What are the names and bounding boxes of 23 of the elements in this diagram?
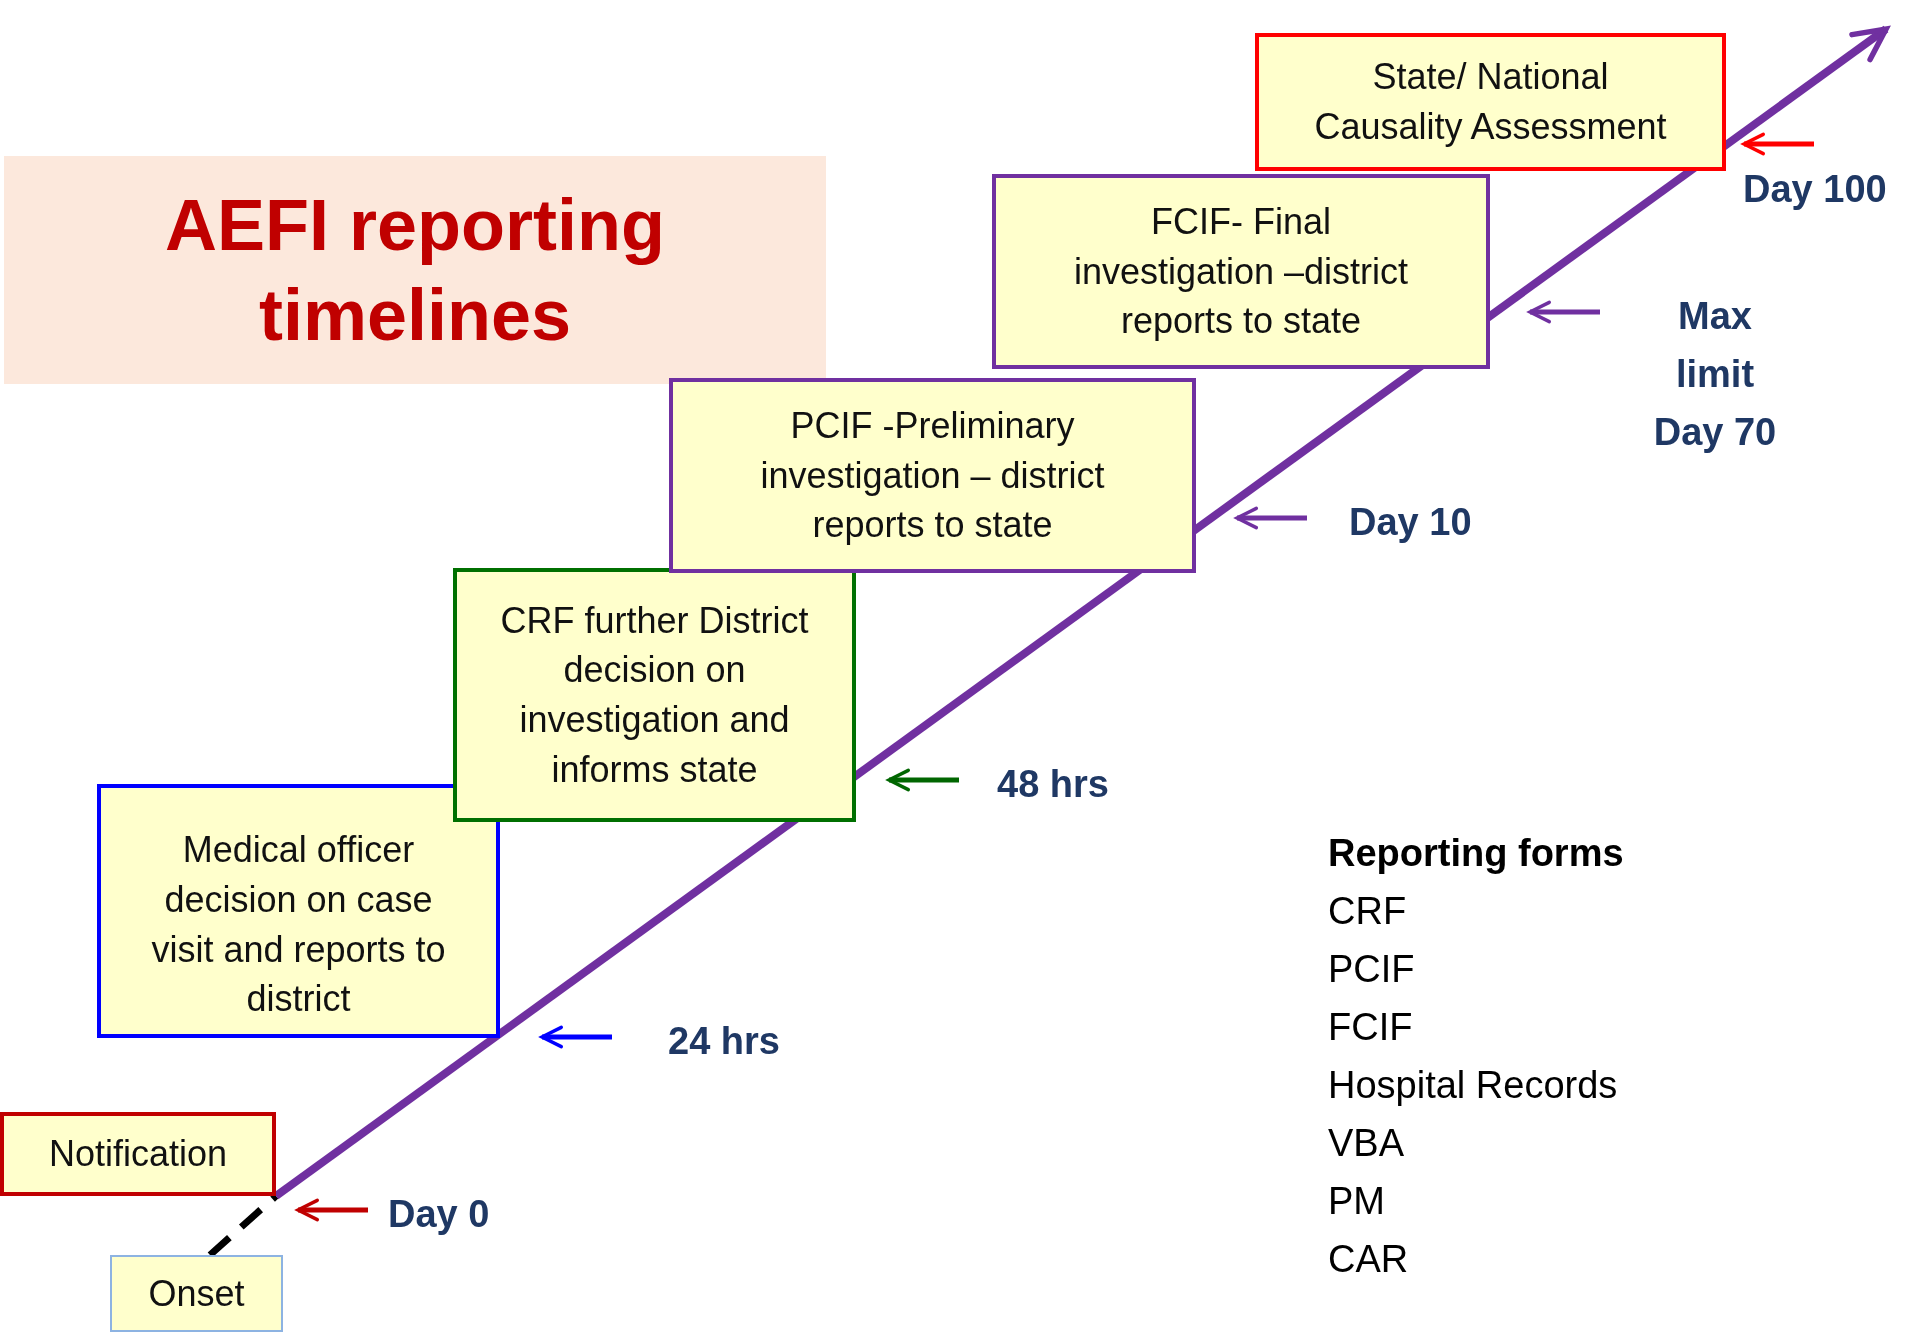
list-item: CRF [1328, 889, 1408, 934]
stage-box: Notification [0, 1112, 276, 1196]
list-item: PM [1328, 1179, 1386, 1224]
stage-box: PCIF -Preliminary investigation – district reports to state [669, 378, 1196, 573]
time-label: Day 0 [388, 1192, 491, 1237]
list-item: PCIF [1328, 947, 1416, 992]
time-label: Day 100 [1743, 167, 1888, 212]
stage-box: CRF further District decision on investigation and informs state [453, 568, 856, 822]
title: AEFI reporting timelines [164, 184, 666, 357]
list-item: Hospital Records [1328, 1063, 1619, 1108]
list-heading: Reporting forms [1328, 831, 1624, 876]
stage-box: FCIF- Final investigation –district reports to state [992, 174, 1490, 369]
stage-box: Medical officer decision on case visit and reports to district [97, 784, 500, 1038]
time-label: Day 10 [1349, 500, 1473, 545]
list-item: CAR [1328, 1237, 1410, 1282]
time-label: 48 hrs [997, 762, 1110, 807]
list-item: FCIF [1328, 1005, 1414, 1050]
stage-box: State/ National Causality Assessment [1255, 33, 1726, 171]
dashed-line [207, 1193, 279, 1258]
time-label: 24 hrs [668, 1019, 781, 1064]
stage-box: Onset [110, 1255, 283, 1332]
time-label: Max limit Day 70 [1652, 294, 1778, 455]
list-item: VBA [1328, 1121, 1406, 1166]
